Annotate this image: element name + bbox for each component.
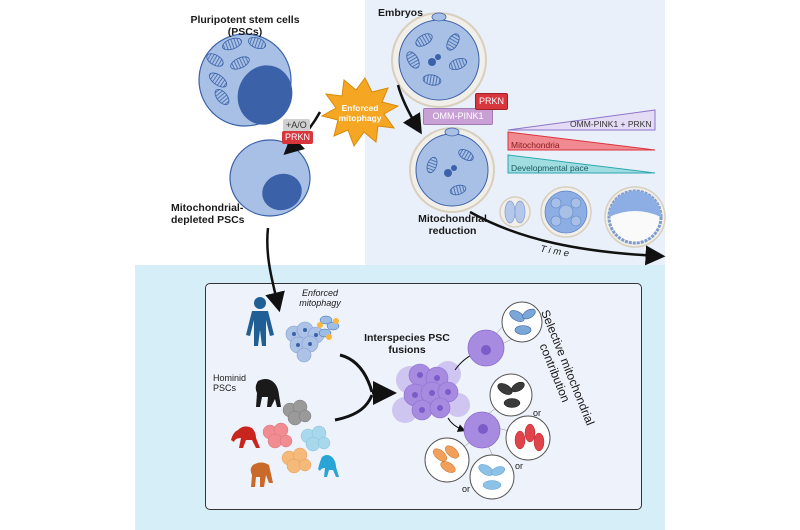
gradient-omm-pink1-prkn xyxy=(507,109,656,131)
starburst-label-line2: mitophagy xyxy=(338,113,382,123)
merge-arrow-lower xyxy=(334,394,374,422)
pscs-title-line2: (PSCs) xyxy=(227,26,263,38)
pscs-title-line1: Pluripotent stem cells xyxy=(190,14,300,26)
mitophagy-mito-icons xyxy=(318,315,340,338)
mito-bubble-gorilla xyxy=(489,373,533,417)
chimpanzee-colony xyxy=(262,422,293,449)
embryo-reduced xyxy=(409,127,495,213)
reduction-label: Mitochondrial reduction xyxy=(405,213,500,237)
embryo-arrow xyxy=(396,84,422,135)
reduction-label-line1: Mitochondrial xyxy=(418,213,487,225)
prkn-tag-right: PRKN xyxy=(475,93,509,110)
orangutan-colony xyxy=(281,447,312,474)
fused-psc-cluster xyxy=(392,361,470,423)
depleted-psc-cell xyxy=(229,139,311,217)
hominid-label-line2: PSCs xyxy=(213,383,237,393)
selection-arrow-lower xyxy=(447,417,466,432)
bonobo-icon xyxy=(318,455,339,477)
selected-cell-upper xyxy=(467,301,543,367)
mitochondria-icon xyxy=(206,36,267,106)
psc-cell xyxy=(198,33,293,127)
starburst-label: Enforced mitophagy xyxy=(330,103,390,123)
gradient-label-mito: Mitochondria xyxy=(511,140,560,150)
gorilla-icon xyxy=(255,379,281,407)
ao-tag: +A/O xyxy=(283,119,310,132)
mito-bubble-bonobo xyxy=(469,454,515,500)
chimpanzee-icon xyxy=(231,426,260,448)
depleted-label: Mitochondrial- depleted PSCs xyxy=(171,202,271,226)
hominid-label-line1: Hominid xyxy=(213,373,247,383)
enforced-label-line2: mitophagy xyxy=(299,298,341,308)
fusions-label-line2: fusions xyxy=(388,344,426,356)
fusions-label-line1: Interspecies PSC xyxy=(364,332,450,344)
fusions-label: Interspecies PSC fusions xyxy=(352,332,462,356)
enforced-label-line1: Enforced xyxy=(301,288,339,298)
gradient-label-dev: Developmental pace xyxy=(511,163,589,173)
pscs-title: Pluripotent stem cells (PSCs) xyxy=(175,14,315,38)
gradient-developmental-pace xyxy=(507,154,656,174)
omm-pink1-tag: OMM-PINK1 xyxy=(423,108,493,125)
merge-arrow-upper xyxy=(339,353,374,393)
mito-bubble-chimpanzee xyxy=(505,415,551,461)
reduction-label-line2: reduction xyxy=(428,225,477,237)
time-arrow xyxy=(469,210,666,266)
embryo-morula xyxy=(540,186,592,238)
embryo-blastocyst xyxy=(604,186,666,248)
starburst-icon xyxy=(320,77,400,148)
depleted-label-line1: Mitochondrial- xyxy=(171,202,244,214)
or-label-3: or xyxy=(462,484,471,494)
depleted-label-line2: depleted PSCs xyxy=(171,214,245,226)
human-psc-colony xyxy=(285,315,340,363)
embryo-top xyxy=(391,12,487,108)
enforced-mitophagy-label: Enforced mitophagy xyxy=(290,288,350,308)
embryo-2cell xyxy=(499,196,531,228)
human-icon xyxy=(246,297,274,346)
gradient-mitochondria xyxy=(507,131,656,151)
mito-bubble-orangutan xyxy=(424,437,470,483)
down-arrow xyxy=(265,227,285,313)
hominid-label: Hominid PSCs xyxy=(213,373,246,393)
prkn-tag-left: PRKN xyxy=(282,131,314,144)
embryos-label: Embryos xyxy=(378,7,423,19)
or-label-2: or xyxy=(515,461,524,471)
bonobo-colony xyxy=(300,425,331,452)
orangutan-icon xyxy=(250,462,273,487)
gradient-label-omm: OMM-PINK1 + PRKN xyxy=(570,119,652,129)
or-label-1: or xyxy=(533,408,542,418)
starburst-label-line1: Enforced xyxy=(341,103,379,113)
gorilla-colony xyxy=(282,399,312,426)
